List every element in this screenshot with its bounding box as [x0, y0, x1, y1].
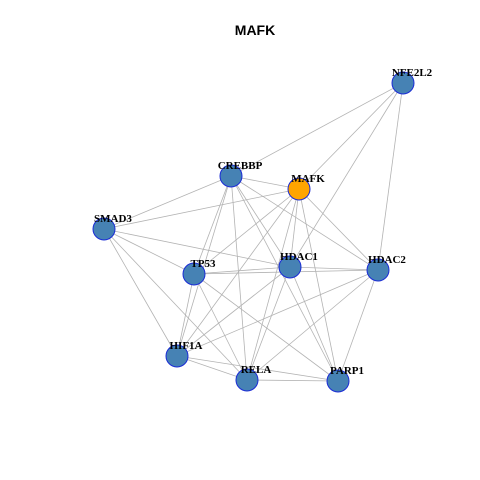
edge-hdac1-hif1a [176, 266, 291, 357]
edge-mafk-smad3 [103, 188, 300, 230]
node-crebbp [219, 164, 243, 188]
node-label-nfe2l2: NFE2L2 [392, 67, 433, 79]
edge-hdac2-parp1 [337, 269, 379, 382]
node-hdac1 [278, 255, 302, 279]
edge-hdac2-rela [246, 269, 379, 381]
node-label-hdac2: HDAC2 [368, 254, 406, 266]
nodes-layer [92, 71, 415, 393]
node-label-crebbp: CREBBP [218, 160, 263, 172]
node-hif1a [165, 344, 189, 368]
edge-nfe2l2-crebbp [230, 82, 404, 177]
edge-crebbp-rela [230, 175, 248, 381]
edge-smad3-rela [103, 228, 248, 381]
edge-mafk-rela [246, 188, 300, 381]
edge-tp53-parp1 [193, 273, 339, 382]
node-parp1 [326, 369, 350, 393]
node-tp53 [182, 262, 206, 286]
edge-crebbp-hdac1 [230, 175, 291, 268]
node-label-hif1a: HIF1A [170, 340, 203, 352]
edge-mafk-parp1 [298, 188, 339, 382]
edge-mafk-hdac1 [289, 188, 300, 268]
edge-crebbp-hdac2 [230, 175, 379, 271]
edge-rela-parp1 [246, 379, 339, 382]
edge-hif1a-rela [176, 355, 248, 381]
edge-smad3-hif1a [103, 228, 178, 357]
node-label-hdac1: HDAC1 [280, 251, 318, 263]
node-label-parp1: PARP1 [330, 365, 364, 377]
edge-hdac1-rela [246, 266, 291, 381]
edge-nfe2l2-hdac2 [377, 82, 404, 271]
edges-layer [103, 82, 404, 382]
node-rela [235, 368, 259, 392]
edge-smad3-tp53 [103, 228, 195, 275]
edge-hdac2-hif1a [176, 269, 379, 357]
edge-crebbp-parp1 [230, 175, 339, 382]
edge-hdac1-tp53 [193, 266, 291, 275]
node-mafk [287, 177, 311, 201]
node-label-mafk: MAFK [291, 173, 325, 185]
graph-title: MAFK [235, 22, 275, 38]
node-label-smad3: SMAD3 [94, 213, 132, 225]
edge-mafk-hdac2 [298, 188, 379, 271]
node-label-rela: RELA [241, 364, 272, 376]
edge-hdac1-hdac2 [289, 266, 379, 271]
edge-crebbp-smad3 [103, 175, 232, 230]
edge-tp53-rela [193, 273, 248, 381]
edge-mafk-hif1a [176, 188, 300, 357]
edge-smad3-hdac1 [103, 228, 291, 268]
edge-hif1a-parp1 [176, 355, 339, 382]
edge-nfe2l2-mafk [298, 82, 404, 190]
edge-mafk-tp53 [193, 188, 300, 275]
node-smad3 [92, 217, 116, 241]
node-label-tp53: TP53 [190, 258, 216, 270]
node-nfe2l2 [391, 71, 415, 95]
edge-crebbp-tp53 [193, 175, 232, 275]
edge-tp53-hif1a [176, 273, 195, 357]
node-hdac2 [366, 258, 390, 282]
edge-crebbp-mafk [230, 175, 300, 190]
